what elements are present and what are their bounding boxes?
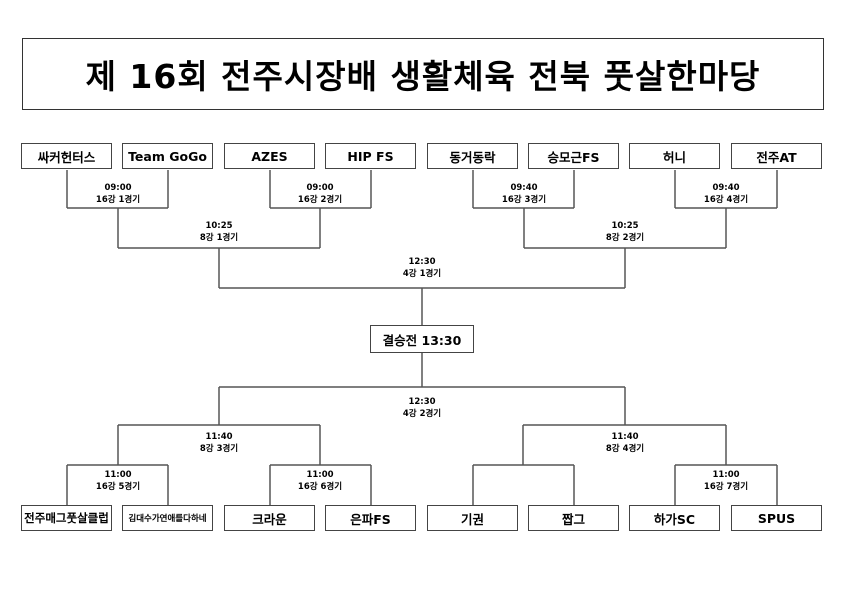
team-box: 승모근FS [528,143,619,169]
match-label: 10:25 8강 2경기 [565,220,685,244]
team-box: 허니 [629,143,720,169]
match-label: 11:40 8강 3경기 [159,431,279,455]
match-label: 11:40 8강 4경기 [565,431,685,455]
team-box: 짭그 [528,505,619,531]
match-time: 11:00 [712,470,740,480]
match-time: 09:00 [306,183,334,193]
match-label: 09:00 16강 2경기 [260,182,380,206]
match-name: 8강 3경기 [199,444,239,454]
match-label: 09:00 16강 1경기 [58,182,178,206]
match-time: 09:40 [510,183,538,193]
match-time: 10:25 [205,221,233,231]
match-time: 10:25 [611,221,639,231]
match-time: 11:40 [611,432,639,442]
match-name: 8강 2경기 [605,233,645,243]
team-box: 김대수가연애를다하네 [122,505,213,531]
team-box: AZES [224,143,315,169]
match-label: 12:30 4강 1경기 [362,256,482,280]
team-box: 기권 [427,505,518,531]
team-box: 은파FS [325,505,416,531]
team-box: SPUS [731,505,822,531]
final-match-box: 결승전 13:30 [370,325,474,353]
match-label: 11:00 16강 6경기 [260,469,380,493]
match-label: 11:00 16강 5경기 [58,469,178,493]
match-name: 16강 6경기 [297,482,343,492]
match-name: 16강 5경기 [95,482,141,492]
team-box: Team GoGo [122,143,213,169]
team-box: 싸커헌터스 [21,143,112,169]
team-box: 동거동락 [427,143,518,169]
team-box: 전주매그풋살클럽 [21,505,112,531]
match-name: 4강 1경기 [402,269,442,279]
match-name: 8강 4경기 [605,444,645,454]
match-label: 09:40 16강 4경기 [666,182,786,206]
team-box: 하가SC [629,505,720,531]
match-time: 11:00 [104,470,132,480]
team-box: 전주AT [731,143,822,169]
tournament-title: 제 16회 전주시장배 생활체육 전북 풋살한마당 [22,38,824,110]
match-name: 8강 1경기 [199,233,239,243]
match-time: 12:30 [408,257,436,267]
match-name: 16강 2경기 [297,195,343,205]
match-label: 11:00 16강 7경기 [666,469,786,493]
match-label: 10:25 8강 1경기 [159,220,279,244]
match-time: 09:00 [104,183,132,193]
match-label: 12:30 4강 2경기 [362,396,482,420]
match-time: 09:40 [712,183,740,193]
match-name: 16강 4경기 [703,195,749,205]
match-name: 16강 1경기 [95,195,141,205]
team-box: HIP FS [325,143,416,169]
match-name: 16강 7경기 [703,482,749,492]
match-name: 16강 3경기 [501,195,547,205]
match-time: 12:30 [408,397,436,407]
match-time: 11:00 [306,470,334,480]
match-name: 4강 2경기 [402,409,442,419]
match-time: 11:40 [205,432,233,442]
team-box: 크라운 [224,505,315,531]
match-label: 09:40 16강 3경기 [464,182,584,206]
